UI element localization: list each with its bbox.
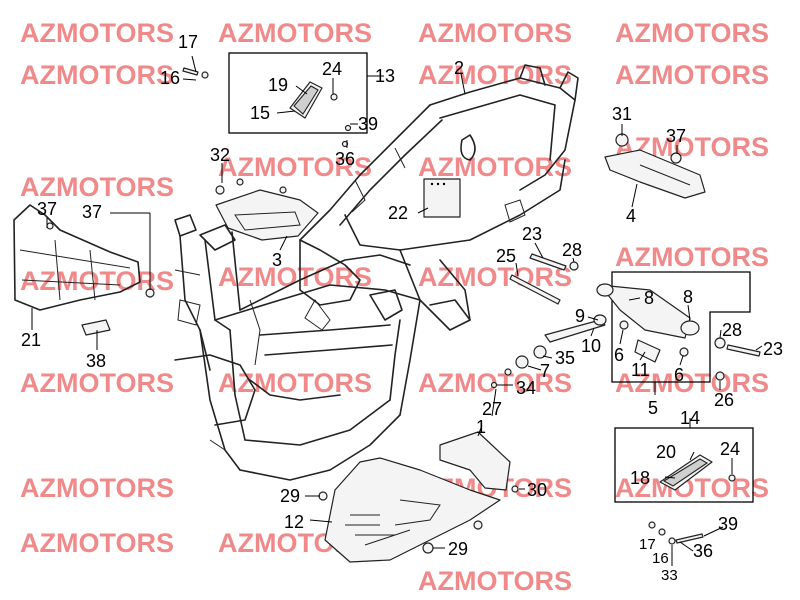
callout-number: 29 xyxy=(280,486,300,506)
battery-tray-3 xyxy=(215,178,319,241)
callout-number: 32 xyxy=(210,145,230,165)
callout-labels: 17 16 13 24 19 15 39 36 2 32 3 37 37 21 … xyxy=(21,32,783,584)
watermark: AZMOTORS xyxy=(615,60,769,90)
callout-number: 34 xyxy=(516,378,536,398)
callout-number: 3 xyxy=(272,250,282,270)
callout-number: 17 xyxy=(639,536,656,553)
callout-number: 28 xyxy=(722,320,742,340)
assembly-box-5 xyxy=(596,271,751,383)
callout-number: 10 xyxy=(581,336,601,356)
watermark: AZMOTORS xyxy=(615,242,769,272)
callout-number: 29 xyxy=(448,539,468,559)
footrest-bracket-21 xyxy=(13,204,155,336)
callout-number: 23 xyxy=(763,339,783,359)
under-cover-1 xyxy=(439,431,511,491)
watermark: AZMOTORS xyxy=(20,473,174,503)
callout-number: 30 xyxy=(527,480,547,500)
watermark: AZMOTORS xyxy=(20,368,174,398)
small-fasteners xyxy=(182,67,704,545)
callout-number: 22 xyxy=(388,203,408,223)
watermark: AZMOTORS xyxy=(20,528,174,558)
callout-number: 28 xyxy=(562,240,582,260)
callout-number: 1 xyxy=(476,417,486,437)
callout-number: 37 xyxy=(666,126,686,146)
callout-number: 37 xyxy=(37,199,57,219)
watermark: AZMOTORS xyxy=(20,60,174,90)
callout-number: 11 xyxy=(631,360,650,380)
watermark: AZMOTORS xyxy=(418,18,572,48)
callout-number: 12 xyxy=(284,512,304,532)
callout-number: 23 xyxy=(522,224,542,244)
callout-number: 13 xyxy=(375,66,395,86)
callout-number: 17 xyxy=(178,32,198,52)
watermark: AZMOTORS xyxy=(20,172,174,202)
callout-number: 8 xyxy=(644,288,654,308)
assembly-box-13 xyxy=(228,52,368,134)
callout-number: 36 xyxy=(693,541,713,561)
watermark: AZMOTORS xyxy=(218,18,372,48)
callout-number: 24 xyxy=(720,439,740,459)
watermark: AZMOTORS xyxy=(418,262,572,292)
callout-number: 36 xyxy=(335,149,355,169)
callout-number: 39 xyxy=(358,114,378,134)
callout-number: 31 xyxy=(612,104,632,124)
watermark: AZMOTORS xyxy=(615,368,769,398)
callout-number: 6 xyxy=(674,365,684,385)
callout-number: 7 xyxy=(540,361,550,381)
callout-number: 16 xyxy=(160,68,180,88)
watermark: AZMOTORS xyxy=(418,566,572,596)
callout-number: 27 xyxy=(482,399,502,419)
watermark: AZMOTORS xyxy=(218,152,372,182)
watermark: AZMOTORS xyxy=(218,368,372,398)
watermark: AZMOTORS xyxy=(615,473,769,503)
callout-number: 19 xyxy=(268,75,288,95)
callout-number: 16 xyxy=(652,550,669,567)
main-frame xyxy=(174,64,579,481)
watermark: AZMOTORS xyxy=(615,18,769,48)
leader-lines xyxy=(31,55,763,566)
callout-number: 15 xyxy=(250,103,270,123)
callout-number: 4 xyxy=(626,206,636,226)
watermark: AZMOTORS xyxy=(418,152,572,182)
callout-number: 2 xyxy=(454,58,464,78)
callout-number: 9 xyxy=(575,306,585,326)
callout-number: 24 xyxy=(322,59,342,79)
label-22 xyxy=(423,178,461,218)
callout-number: 8 xyxy=(683,287,693,307)
callout-number: 26 xyxy=(714,390,734,410)
callout-number: 37 xyxy=(82,202,102,222)
callout-number: 21 xyxy=(21,330,41,350)
watermark: AZMOTORS xyxy=(20,18,174,48)
axles-and-bolts xyxy=(504,253,761,381)
callout-number: 20 xyxy=(656,442,676,462)
callout-number: 35 xyxy=(555,348,575,368)
assembly-box-14 xyxy=(614,427,754,503)
callout-number: 25 xyxy=(496,246,516,266)
skid-plate-12 xyxy=(318,457,519,563)
callout-number: 39 xyxy=(718,514,738,534)
bracket-4 xyxy=(604,133,706,199)
callout-number: 6 xyxy=(614,345,624,365)
callout-number: 38 xyxy=(86,351,106,371)
callout-number: 18 xyxy=(630,468,650,488)
callout-number: 33 xyxy=(661,567,678,584)
callout-number: 14 xyxy=(680,408,700,428)
callout-number: 5 xyxy=(648,398,658,418)
